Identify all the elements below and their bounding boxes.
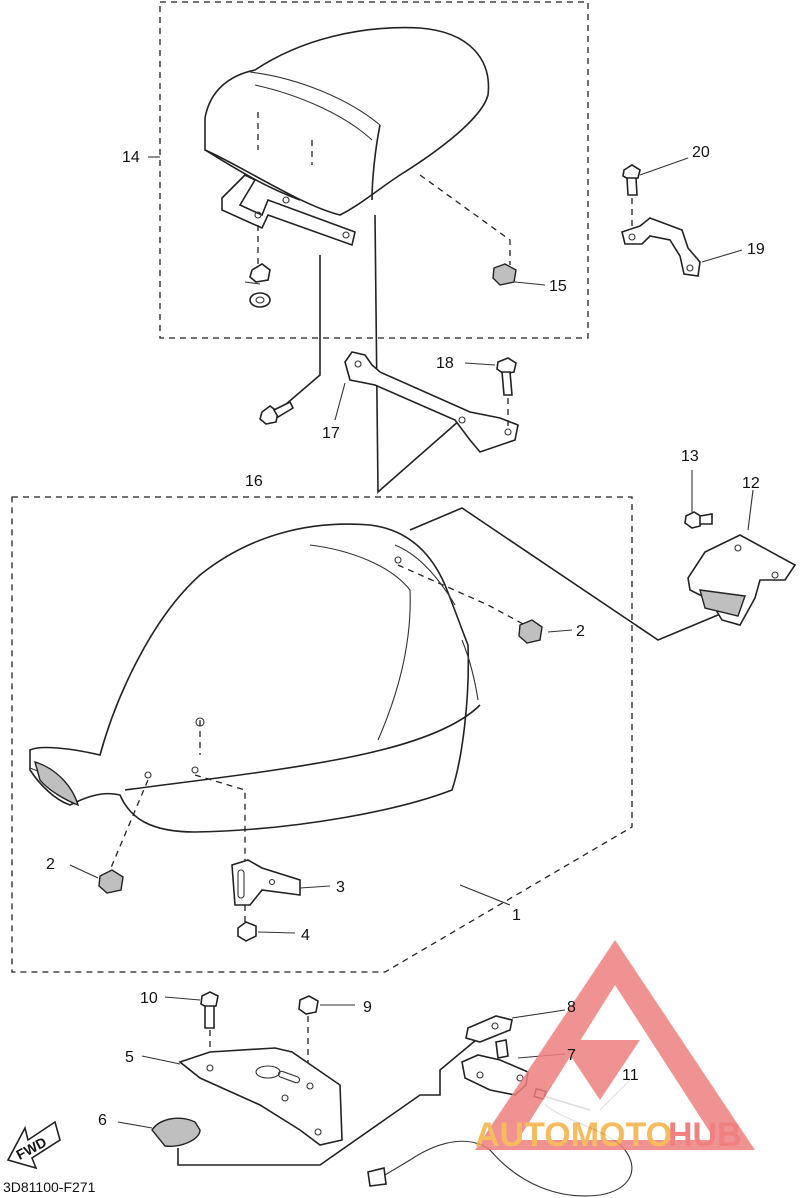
stay-19-bolt-20 [621, 157, 743, 277]
group-1-box [11, 496, 633, 973]
callout-5: 5 [125, 1049, 134, 1066]
callout-9: 9 [363, 999, 372, 1016]
group-14-box [159, 1, 589, 339]
diagram-code: 3D81100-F271 [3, 1179, 96, 1195]
bolt-10 [164, 991, 219, 1068]
seat-bracket-17 [334, 351, 519, 453]
callout-4: 4 [301, 927, 310, 944]
lock-assembly-7-8 [461, 1009, 566, 1096]
nut-9 [298, 995, 355, 1080]
callout-6: 6 [98, 1112, 107, 1129]
callout-10: 10 [140, 990, 158, 1007]
bolt-16 [259, 400, 295, 425]
callout-19: 19 [747, 241, 765, 258]
callout-18: 18 [436, 355, 454, 372]
callout-15: 15 [549, 278, 567, 295]
callout-2b: 2 [46, 856, 55, 873]
rear-seat-14 [204, 26, 517, 308]
main-seat-1 [29, 523, 543, 942]
watermark-automoto: AUTOMOTO [475, 1116, 672, 1154]
callout-17: 17 [322, 425, 340, 442]
callout-11: 11 [622, 1067, 639, 1084]
fwd-arrow-icon: FWD [6, 1120, 61, 1170]
callout-16: 16 [245, 473, 263, 490]
pad-6 [117, 1117, 201, 1147]
callout-1: 1 [512, 907, 521, 924]
callout-3: 3 [336, 879, 345, 896]
plate-5 [141, 1047, 343, 1146]
bracket-12-bolt-13 [684, 470, 797, 626]
callout-7: 7 [567, 1047, 576, 1064]
callout-8: 8 [567, 999, 576, 1016]
automotohub-logo: AUTOMOTO HUB [475, 940, 755, 1154]
callout-14: 14 [122, 149, 140, 166]
callout-20: 20 [692, 144, 710, 161]
watermark-hub: HUB [668, 1116, 742, 1154]
callout-2a: 2 [576, 623, 585, 640]
callout-13: 13 [681, 448, 699, 465]
callout-12: 12 [742, 475, 760, 492]
bolt-18 [464, 357, 517, 428]
